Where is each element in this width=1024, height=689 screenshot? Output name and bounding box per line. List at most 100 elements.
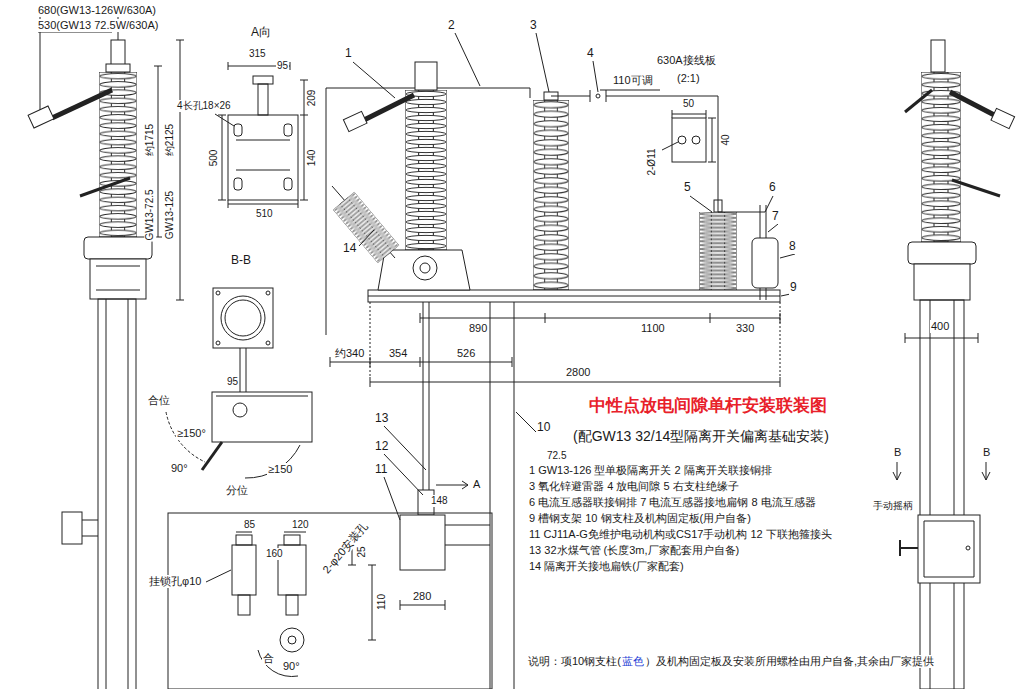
side-view-right	[924, 521, 974, 577]
view-a	[215, 62, 308, 208]
drawing-title: 中性点放电间隙单杆安装联装图	[588, 396, 828, 416]
side-view-left	[154, 40, 184, 300]
side-view-left	[106, 299, 128, 689]
main-elevation	[533, 100, 569, 290]
view-a	[215, 114, 234, 126]
annotation: 25	[356, 545, 368, 558]
annotation: 140	[306, 149, 318, 168]
main-elevation	[326, 62, 780, 689]
side-view-left	[84, 237, 152, 259]
leader-lines	[690, 196, 795, 296]
annotation: 95	[226, 376, 239, 388]
view-a	[234, 124, 242, 136]
annotation: ≥150	[267, 463, 293, 476]
section-b-b	[216, 396, 308, 397]
annotation: 14	[342, 242, 357, 256]
main-elevation	[551, 90, 718, 212]
side-view-left	[80, 178, 130, 196]
side-view-right	[905, 90, 932, 112]
terminal-plate	[708, 118, 716, 162]
annotation: B	[982, 446, 991, 459]
annotation: 890	[468, 322, 488, 335]
annotation: 209	[306, 89, 318, 108]
main-elevation	[413, 256, 437, 280]
annotation: 11	[374, 463, 388, 477]
annotation: 2800	[565, 366, 591, 379]
side-view-right	[966, 546, 970, 550]
annotation: 1	[344, 47, 353, 61]
view-a	[228, 115, 298, 200]
annotation: 110可调	[612, 74, 654, 87]
annotation: 约340	[334, 347, 365, 360]
equipment-drawing	[28, 14, 1015, 689]
annotation: 50	[682, 98, 695, 110]
annotation: 6	[768, 181, 777, 195]
annotation: 合	[262, 652, 275, 665]
side-view-right	[930, 300, 954, 689]
terminal-plate	[678, 136, 686, 144]
annotation: 120	[291, 519, 310, 531]
annotation: 90°	[282, 660, 301, 673]
side-view-right	[918, 515, 980, 583]
annotation: B	[893, 446, 902, 459]
main-elevation	[714, 200, 722, 212]
annotation: 85	[243, 519, 256, 531]
annotation: 160	[265, 548, 284, 560]
main-elevation	[378, 250, 470, 290]
main-elevation	[400, 515, 445, 570]
main-elevation	[718, 212, 765, 213]
leader-lines	[353, 33, 795, 520]
side-view-right	[950, 92, 1000, 118]
annotation: 72.5	[546, 450, 567, 462]
annotation: 10	[536, 421, 551, 435]
annotation: 8	[788, 240, 797, 254]
terminal-plate	[672, 110, 706, 118]
view-a	[284, 178, 292, 190]
main-elevation	[445, 525, 490, 545]
side-view-left	[28, 14, 184, 689]
side-view-left	[28, 106, 54, 128]
annotation: 500	[208, 149, 220, 168]
mechanism-detail	[280, 628, 304, 652]
view-a	[253, 76, 273, 84]
section-b-b	[266, 341, 270, 345]
annotation: 315	[248, 48, 267, 60]
annotation: 630A接线板	[656, 54, 717, 67]
annotation: 3 氧化锌避雷器 4 放电间隙 5 右支柱绝缘子	[528, 480, 740, 493]
view-a	[236, 140, 290, 170]
main-elevation	[596, 94, 600, 98]
mechanism-detail	[288, 636, 296, 644]
annotation: 约2125	[164, 123, 176, 157]
terminal-plate	[662, 110, 716, 162]
annotation: ）及机构固定板及安装所用螺栓由用户自备,其余由厂家提供	[645, 655, 935, 668]
annotation: 5	[683, 181, 692, 195]
mechanism-detail	[206, 570, 231, 582]
side-view-right	[900, 540, 918, 556]
annotation: (2:1)	[676, 72, 701, 85]
annotation: 354	[388, 347, 408, 360]
main-elevation	[415, 62, 437, 90]
mechanism-detail	[348, 540, 376, 640]
annotation: 蓝色	[622, 655, 645, 668]
side-view-left	[52, 90, 112, 118]
main-elevation	[360, 95, 414, 122]
annotation: 合位	[147, 394, 171, 407]
main-elevation	[600, 90, 660, 91]
annotation: A	[472, 478, 481, 491]
mechanism-detail	[168, 513, 492, 689]
annotation: 6 电流互感器联接铜排 7 电流互感器接地扁钢 8 电流互感器	[528, 496, 817, 509]
mechanism-detail	[168, 513, 492, 689]
annotation: 13 32水煤气管 (长度3m,厂家配套用户自备)	[528, 544, 740, 557]
annotation: 4	[586, 47, 595, 61]
side-view-left	[98, 299, 136, 689]
annotation: 400	[930, 320, 950, 333]
annotation: 2	[447, 19, 456, 33]
annotation: 510	[255, 208, 274, 220]
main-elevation	[368, 296, 780, 297]
section-b-b	[240, 348, 246, 392]
side-view-left	[99, 72, 137, 237]
annotation: 95	[276, 60, 289, 72]
annotation: 680(GW13-126W/630A)	[37, 4, 157, 17]
side-view-right	[905, 333, 978, 343]
annotation: 330	[735, 322, 755, 335]
